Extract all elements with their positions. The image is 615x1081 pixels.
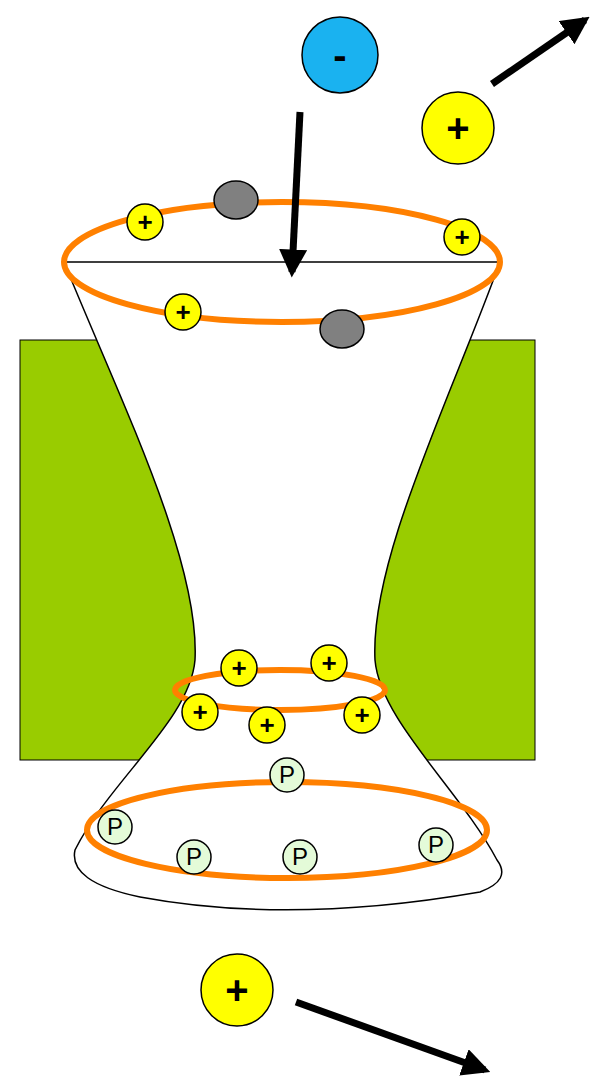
circle-fill: [283, 840, 317, 874]
circle-fill: [302, 17, 378, 93]
circle-fill: [344, 697, 380, 733]
circle-fill: [177, 840, 211, 874]
charged-residue: +: [310, 644, 348, 682]
charged-residue: +: [443, 218, 481, 256]
cation: +: [200, 953, 274, 1027]
circle-fill: [98, 810, 132, 844]
charged-residue: +: [126, 203, 164, 241]
ion-arrow: [296, 1002, 485, 1070]
charged-residue: +: [343, 696, 381, 734]
charge-label: P: [279, 763, 295, 787]
phospho-site: P: [97, 809, 133, 845]
charge-label: +: [231, 655, 246, 681]
charge-label: -: [333, 35, 346, 75]
circle-fill: [422, 92, 494, 164]
charge-label: +: [192, 699, 207, 725]
inner-ring: [87, 782, 487, 878]
charge-label: P: [428, 833, 444, 857]
charged-residue: +: [164, 293, 202, 331]
outer-ring: [64, 202, 500, 322]
channel-pore: [64, 262, 502, 910]
circle-fill: [444, 219, 480, 255]
anion: -: [301, 16, 379, 94]
phospho-site: P: [176, 839, 212, 875]
charge-label: +: [137, 209, 152, 235]
circle-fill: [182, 694, 218, 730]
circle-fill: [419, 828, 453, 862]
charged-residue: +: [181, 693, 219, 731]
ion-arrow: [292, 112, 300, 272]
circle-fill: [270, 758, 304, 792]
phospho-site: P: [282, 839, 318, 875]
charge-label: +: [175, 299, 190, 325]
circle-fill: [127, 204, 163, 240]
neutral-residue: [214, 181, 258, 219]
circle-fill: [311, 645, 347, 681]
charge-label: +: [321, 650, 336, 676]
cation: +: [421, 91, 495, 165]
charge-label: +: [354, 702, 369, 728]
charged-residue: +: [248, 706, 286, 744]
phospho-site: P: [269, 757, 305, 793]
charge-label: +: [446, 108, 469, 148]
neutral-residue: [320, 310, 364, 348]
ion-arrow: [492, 20, 585, 84]
phospho-site: P: [418, 827, 454, 863]
circle-fill: [165, 294, 201, 330]
charged-residue: +: [220, 649, 258, 687]
circle-fill: [249, 707, 285, 743]
charge-label: P: [292, 845, 308, 869]
charge-label: +: [225, 970, 248, 1010]
charge-label: +: [259, 712, 274, 738]
charge-label: +: [454, 224, 469, 250]
circle-fill: [221, 650, 257, 686]
circle-fill: [201, 954, 273, 1026]
charge-label: P: [107, 815, 123, 839]
charge-label: P: [186, 845, 202, 869]
